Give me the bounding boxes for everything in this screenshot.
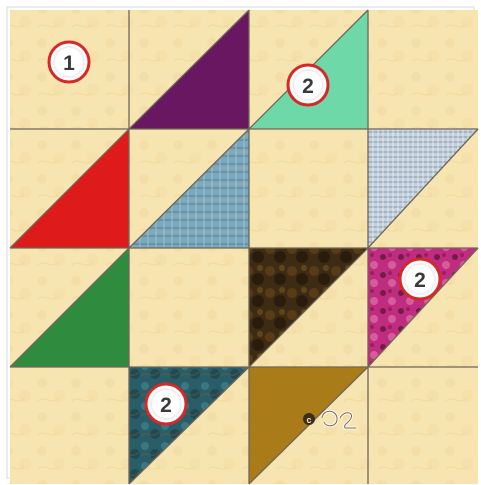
svg-text:1: 1 xyxy=(63,52,75,75)
svg-text:c: c xyxy=(306,415,311,425)
svg-text:2: 2 xyxy=(414,269,426,292)
piece-number-badge-2-top: 2 xyxy=(288,65,328,105)
quilt-block xyxy=(10,10,478,484)
piece-number-badge-2-right: 2 xyxy=(400,259,440,299)
piece-number-badge-1: 1 xyxy=(49,42,89,82)
piece-number-badge-2-bottom: 2 xyxy=(146,384,186,424)
svg-text:2: 2 xyxy=(160,394,172,417)
svg-text:2: 2 xyxy=(302,75,314,98)
